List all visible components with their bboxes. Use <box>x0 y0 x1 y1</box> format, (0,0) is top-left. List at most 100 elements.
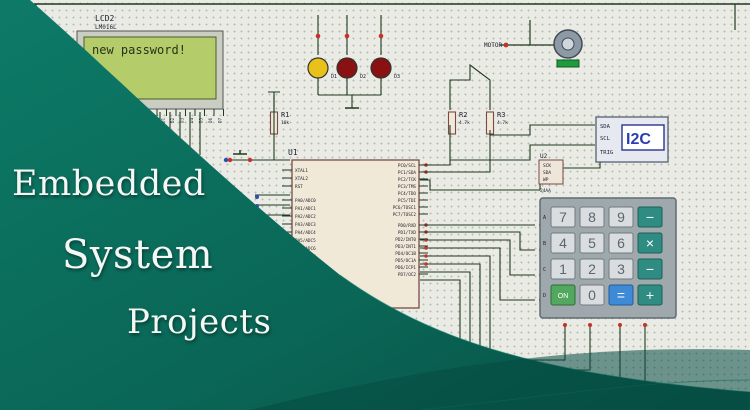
resistor-value: 10k <box>281 120 289 126</box>
keypad-row-label: A <box>543 215 546 221</box>
lcd-pin-label: D4 <box>189 117 194 122</box>
u2-part: 24AA <box>540 188 551 194</box>
i2c-chip-label: I2C <box>626 131 651 148</box>
u2-ref: U2 <box>540 153 548 160</box>
keypad-key-label: 6 <box>617 235 625 251</box>
keypad-key: ON <box>550 284 576 306</box>
keypad-key: 2 <box>579 258 605 280</box>
i2c-module: I2C SDA SCL TRIG <box>595 116 669 163</box>
mcu-left-pin-label: PA2/ADC2 <box>295 214 316 220</box>
i2c-pin-scl: SCL <box>600 136 611 142</box>
resistor-body <box>447 111 457 135</box>
lcd-pin-label: D6 <box>208 117 213 122</box>
keypad-key-label: 5 <box>588 235 596 251</box>
u2-pin-wp: WP <box>543 177 549 183</box>
u2-pin-sck: SCK <box>543 163 551 169</box>
i2c-pin-trig: TRIG <box>600 150 613 156</box>
keypad-row-labels: A B C D <box>543 215 546 299</box>
mcu-ref: U1 <box>288 148 298 157</box>
u2-pin-sda: SDA <box>543 170 551 176</box>
led-label: D3 <box>394 74 400 80</box>
mcu-left-pin-label: PA0/ADC0 <box>295 198 316 204</box>
resistor-ref: R3 <box>497 111 505 119</box>
motor-label: MOTOR <box>484 42 502 49</box>
led-group: D1 D2 D3 <box>307 15 400 109</box>
keypad-key-label: 8 <box>588 209 596 225</box>
led-label: D1 <box>331 74 337 80</box>
keypad-key: 5 <box>579 232 605 254</box>
keypad-key-label: 7 <box>559 209 567 225</box>
mcu-left-pin-label: XTAL1 <box>295 168 308 174</box>
pin-markers <box>227 157 647 327</box>
lcd-pin-label: D7 <box>218 117 223 122</box>
lcd-line-1: new password! <box>92 43 186 57</box>
mcu-right-pin-label: PC1/SDA <box>398 170 417 176</box>
mcu-right-pin-label: PC0/SCL <box>398 163 417 169</box>
led-label: D2 <box>360 74 366 80</box>
mcu-right-pin-label: PC4/TDO <box>398 191 417 197</box>
mcu-right-pin-label: PD1/TXD <box>398 230 417 236</box>
keypad-key: − <box>637 258 663 280</box>
resistor-value: 4.7k <box>497 120 508 126</box>
keypad-row-label: B <box>543 241 546 247</box>
keypad-key: 6 <box>608 232 634 254</box>
i2c-pin-sda: SDA <box>600 124 611 130</box>
mcu-right-pin-label: PC3/TMS <box>398 184 417 190</box>
keypad-key-label: 3 <box>617 261 625 277</box>
motor: MOTOR <box>484 20 583 68</box>
lcd-part: LM016L <box>95 24 117 31</box>
mcu-right-pin-label: PC7/TOSC2 <box>393 212 417 218</box>
keypad-key: 1 <box>550 258 576 280</box>
resistor-ref: R1 <box>281 111 289 119</box>
mcu-right-pin-label: PC5/TDI <box>398 198 417 204</box>
keypad-key-label: ON <box>558 293 569 300</box>
mcu-right-pin-label: PD5/OC1A <box>395 258 416 264</box>
mcu-right-pin-label: PC6/TOSC1 <box>393 205 417 211</box>
mcu-right-pin-label: PC2/TCK <box>398 177 417 183</box>
keypad-key-label: = <box>617 287 625 303</box>
keypad-row-label: C <box>543 267 546 273</box>
mcu-left-pin-label: PA5/ADC5 <box>295 238 316 244</box>
resistor-value: 4.7k <box>459 120 470 126</box>
keypad-row-label: D <box>543 293 546 299</box>
keypad-key-label: − <box>646 261 654 277</box>
mcu-right-pin-label: PD3/INT1 <box>395 244 416 250</box>
keypad-key: 9 <box>608 206 634 228</box>
reset-button-symbol <box>233 150 247 155</box>
lcd-pin-label: D3 <box>180 117 185 122</box>
mcu-left-pin-label: PA4/ADC4 <box>295 230 316 236</box>
keypad-key-label: 4 <box>559 235 567 251</box>
keypad-key-label: 2 <box>588 261 596 277</box>
keypad-key-label: 1 <box>559 261 567 277</box>
mcu-left-pin-label: PA3/ADC3 <box>295 222 316 228</box>
mcu-right-pin-label: PD2/INT0 <box>395 237 416 243</box>
keypad-key: + <box>637 284 663 306</box>
lcd-pin-label: D1 <box>161 117 166 122</box>
keypad-key: = <box>608 284 634 306</box>
keypad-key: 7 <box>550 206 576 228</box>
keypad-key-label: + <box>646 287 654 303</box>
keypad-key-label: 9 <box>617 209 625 225</box>
mcu-left-pin-label: RST <box>295 184 303 190</box>
mcu-right-pin-label: PD4/OC1B <box>395 251 416 257</box>
lcd-pin-label: D2 <box>170 117 175 122</box>
lcd-display: LCD2 LM016L new password! _ VSSVDDVEERSR… <box>76 14 224 125</box>
keypad-key: 3 <box>608 258 634 280</box>
keypad-key: 8 <box>579 206 605 228</box>
mcu-left-pin-label: XTAL2 <box>295 176 308 182</box>
mcu-right-pin-label: PD0/RXD <box>398 223 417 229</box>
keypad-key: − <box>637 206 663 228</box>
keypad-key-label: − <box>646 209 654 225</box>
keypad-key: × <box>637 232 663 254</box>
keypad-key-label: × <box>646 235 654 251</box>
mcu-right-pin-label: PD7/OC2 <box>398 272 417 278</box>
lcd-label: LCD2 <box>95 14 114 23</box>
eeprom-u2: U2 SCK SDA WP 24AA <box>538 153 564 194</box>
mcu-right-pin-label: PD6/ICP1 <box>395 265 416 271</box>
mcu-left-pin-label: PA1/ADC1 <box>295 206 316 212</box>
resistor-ref: R2 <box>459 111 467 119</box>
